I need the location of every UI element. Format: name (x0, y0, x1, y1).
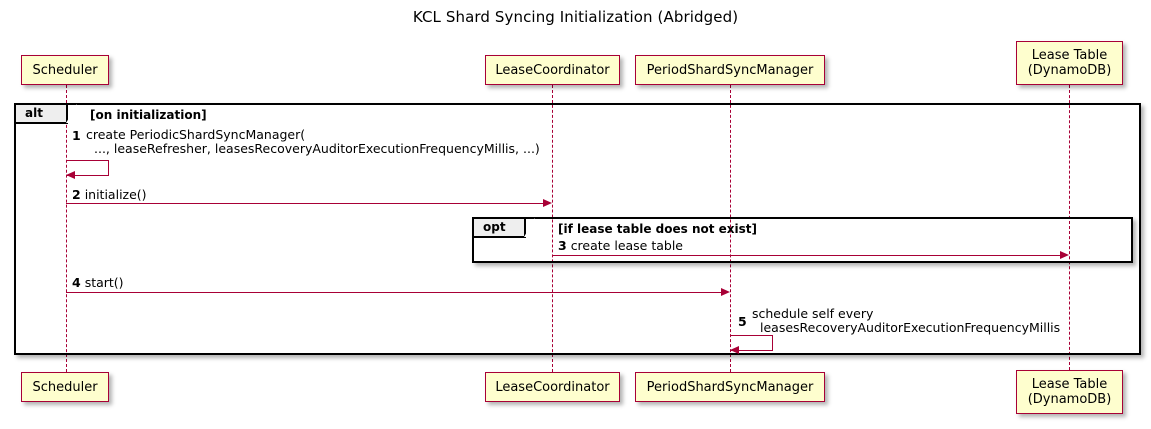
fragment-opt-frame (472, 217, 1133, 263)
message-5-number: 5 (738, 314, 747, 329)
message-5-line1: schedule self every (752, 306, 874, 321)
participant-scheduler-top[interactable]: Scheduler (21, 55, 109, 85)
lifeline-periodshardsyncmanager (730, 85, 731, 372)
message-1-label: 1 (72, 129, 81, 143)
message-5-arrowhead (730, 346, 739, 354)
message-4-arrowhead (721, 288, 730, 296)
fragment-alt-keyword: alt (25, 106, 43, 120)
participant-label: Lease Table (1031, 48, 1108, 63)
message-3-line (552, 255, 1060, 256)
message-2-arrowhead (543, 199, 552, 207)
message-3-arrowhead (1060, 251, 1069, 259)
message-1-self-loop (66, 160, 109, 176)
fragment-opt-guard: [if lease table does not exist] (558, 222, 758, 236)
message-4-label: 4 start() (72, 276, 124, 290)
participant-label: Scheduler (32, 379, 98, 395)
lifeline-leasecoordinator (552, 85, 553, 372)
message-3-line1: create lease table (570, 238, 683, 253)
message-4-line (66, 292, 721, 293)
participant-label: Scheduler (32, 62, 98, 78)
participant-scheduler-bottom[interactable]: Scheduler (21, 372, 109, 402)
message-1-number: 1 (72, 128, 81, 143)
message-5-text: schedule self every leasesRecoveryAudito… (752, 307, 1060, 335)
participant-periodshardsyncmanager-bottom[interactable]: PeriodShardSyncManager (635, 372, 825, 402)
message-4-number: 4 (72, 275, 81, 290)
participant-sublabel: (DynamoDB) (1027, 63, 1112, 78)
participant-sublabel: (DynamoDB) (1027, 392, 1112, 407)
participant-label: Lease Table (1031, 377, 1108, 392)
message-5-line2: leasesRecoveryAuditorExecutionFrequencyM… (760, 320, 1061, 335)
participant-label: PeriodShardSyncManager (646, 62, 814, 78)
fragment-opt-keyword: opt (483, 220, 506, 234)
fragment-alt-tab: alt (16, 104, 77, 124)
participant-periodshardsyncmanager-top[interactable]: PeriodShardSyncManager (635, 55, 825, 85)
message-5-self-loop (730, 335, 773, 351)
message-1-line2: ..., leaseRefresher, leasesRecoveryAudit… (94, 141, 540, 156)
message-2-line1: initialize() (84, 187, 147, 202)
message-2-label: 2 initialize() (72, 188, 147, 202)
message-2-number: 2 (72, 187, 81, 202)
message-1-line1: create PeriodicShardSyncManager( (86, 127, 306, 142)
message-4-line1: start() (84, 275, 124, 290)
message-3-label: 3 create lease table (558, 239, 683, 253)
fragment-alt-frame (14, 103, 1141, 355)
fragment-opt-tab: opt (474, 218, 535, 238)
participant-label: LeaseCoordinator (495, 62, 610, 78)
page-title: KCL Shard Syncing Initialization (Abridg… (412, 8, 739, 26)
message-5-label: 5 (738, 315, 747, 329)
participant-leasetable-top[interactable]: Lease Table (DynamoDB) (1016, 41, 1123, 85)
participant-label: PeriodShardSyncManager (646, 379, 814, 395)
participant-leasecoordinator-top[interactable]: LeaseCoordinator (485, 55, 620, 85)
participant-leasecoordinator-bottom[interactable]: LeaseCoordinator (485, 372, 620, 402)
message-3-number: 3 (558, 238, 567, 253)
lifeline-scheduler (66, 85, 67, 372)
participant-label: LeaseCoordinator (495, 379, 610, 395)
lifeline-leasetable (1069, 85, 1070, 370)
message-1-text: create PeriodicShardSyncManager( ..., le… (86, 128, 540, 156)
message-2-line (66, 203, 543, 204)
participant-leasetable-bottom[interactable]: Lease Table (DynamoDB) (1016, 370, 1123, 414)
message-1-arrowhead (66, 171, 75, 179)
fragment-alt-guard: [on initialization] (90, 108, 207, 122)
